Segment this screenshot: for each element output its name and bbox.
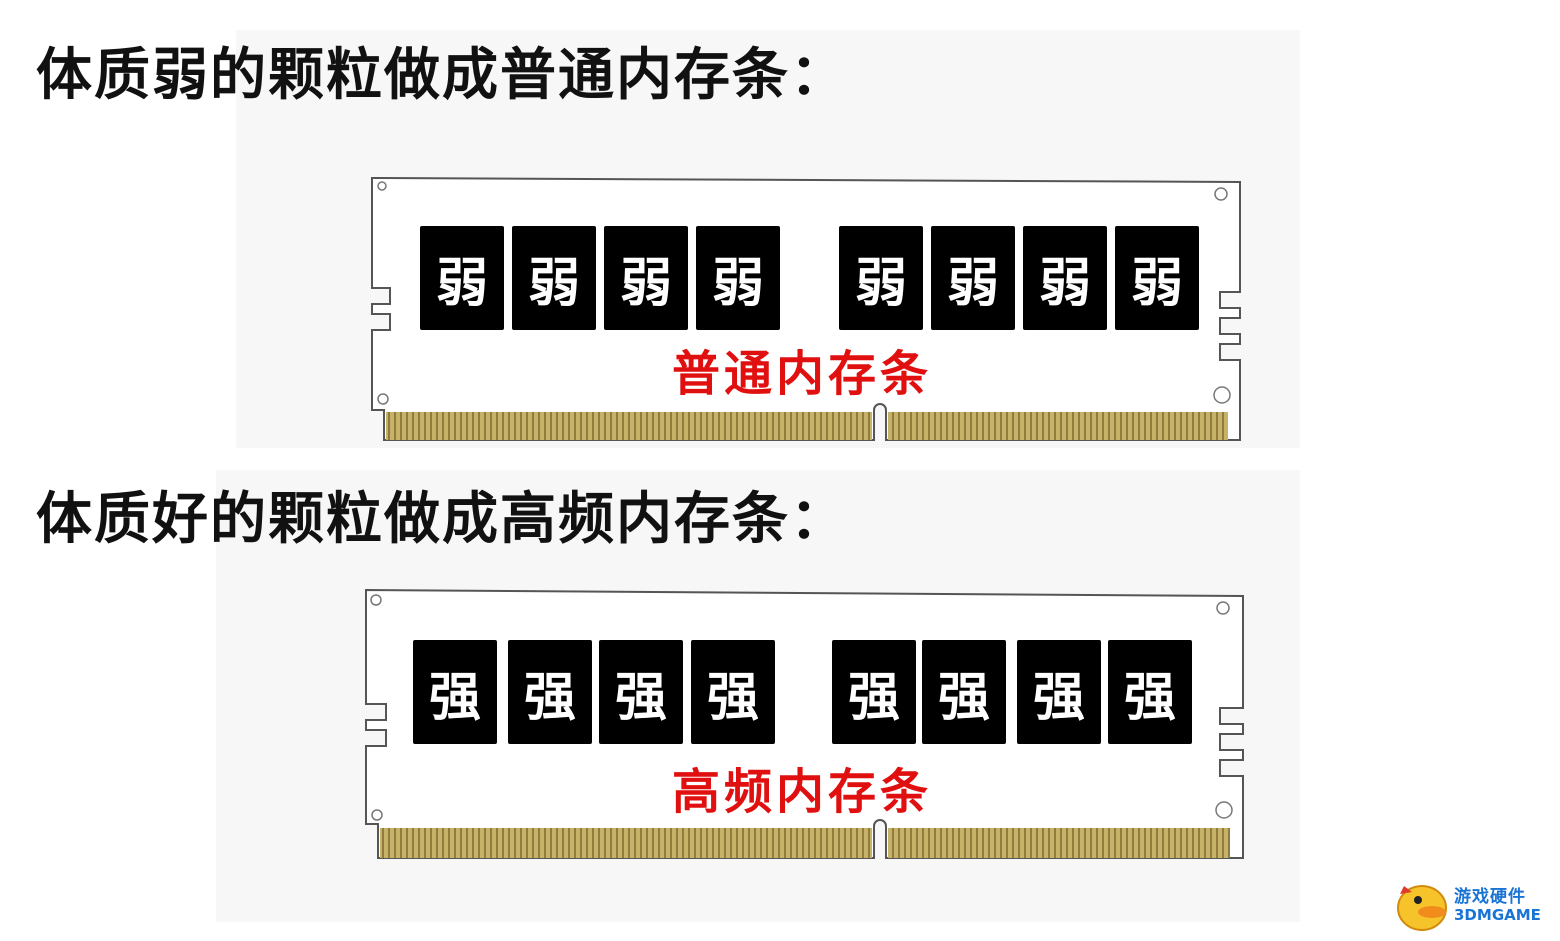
mounting-hole (377, 181, 387, 191)
label-highfreq-memory: 高频内存条 (671, 764, 932, 820)
mounting-hole (1213, 386, 1231, 404)
memory-chip-weak: 弱 (420, 226, 504, 330)
memory-chip-strong: 强 (832, 640, 916, 744)
memory-chip-weak: 弱 (604, 226, 688, 330)
gold-contacts-left (386, 412, 872, 440)
memory-chip-strong: 强 (413, 640, 497, 744)
memory-chip-strong: 强 (1108, 640, 1192, 744)
memory-chip-weak: 弱 (1115, 226, 1199, 330)
heading-strong: 体质好的颗粒做成高频内存条： (36, 487, 848, 552)
label-normal-memory: 普通内存条 (671, 346, 932, 402)
gold-contacts-right (888, 828, 1230, 858)
memory-chip-strong: 强 (922, 640, 1006, 744)
mounting-hole (1214, 187, 1228, 201)
heading-weak: 体质弱的颗粒做成普通内存条： (36, 43, 848, 108)
memory-chip-strong: 强 (691, 640, 775, 744)
memory-chip-strong: 强 (508, 640, 592, 744)
memory-chip-weak: 弱 (512, 226, 596, 330)
watermark-line1: 游戏硬件 (1454, 887, 1526, 907)
mounting-hole (1215, 801, 1233, 819)
duck-mascot-icon (1397, 885, 1447, 931)
mounting-hole (377, 393, 389, 405)
mounting-hole (370, 594, 382, 606)
gold-contacts-right (888, 412, 1228, 440)
memory-chip-weak: 弱 (839, 226, 923, 330)
memory-chip-weak: 弱 (696, 226, 780, 330)
memory-chip-weak: 弱 (931, 226, 1015, 330)
memory-chip-weak: 弱 (1023, 226, 1107, 330)
gold-contacts-left (380, 828, 872, 858)
memory-chip-strong: 强 (1017, 640, 1101, 744)
mounting-hole (1216, 601, 1230, 615)
watermark: 游戏硬件 3DMGAME (1392, 878, 1552, 934)
watermark-line2: 3DMGAME (1454, 906, 1541, 924)
mounting-hole (371, 809, 383, 821)
memory-chip-strong: 强 (599, 640, 683, 744)
